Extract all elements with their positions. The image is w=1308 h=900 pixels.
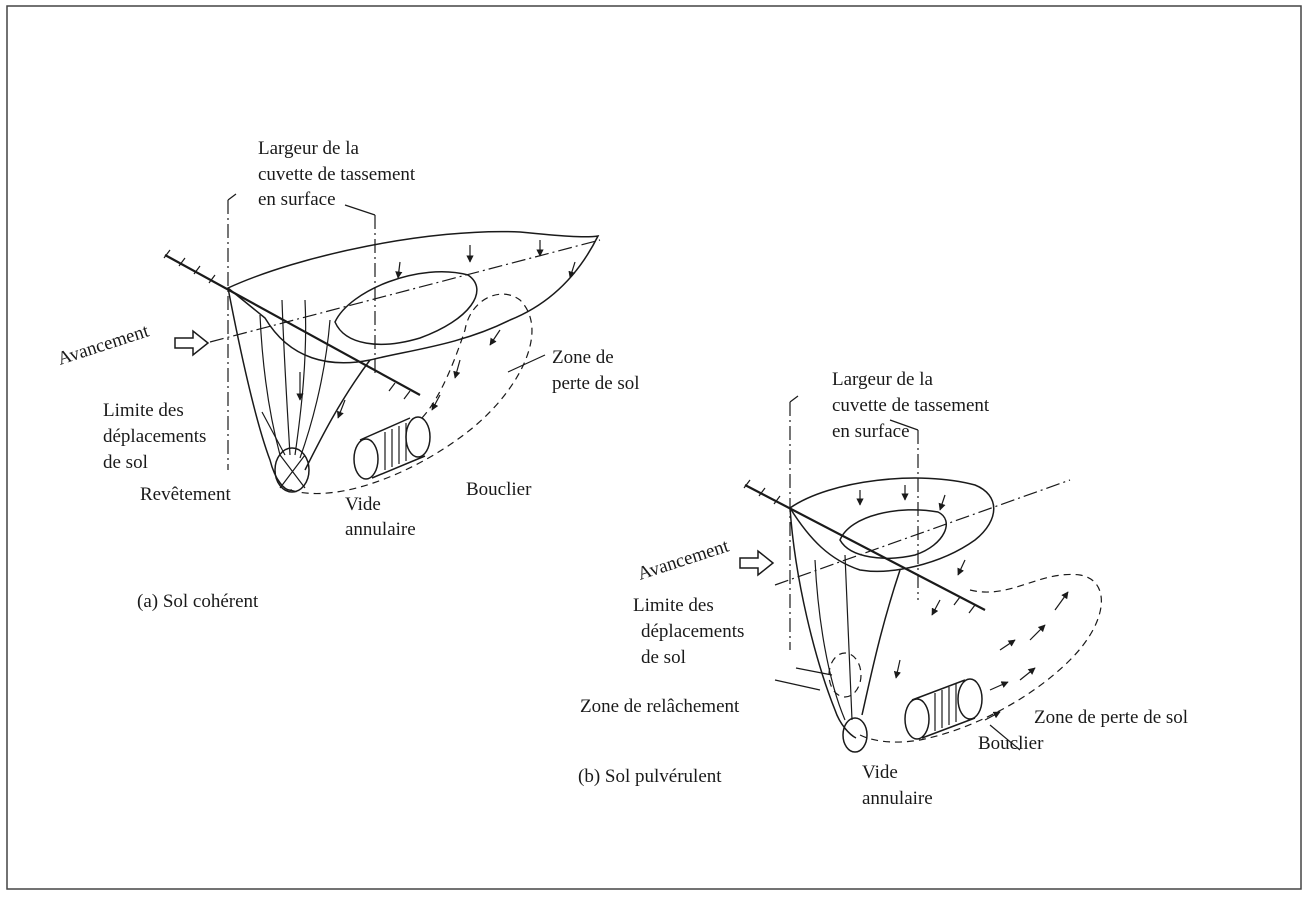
panel-a-surface-hatching bbox=[163, 249, 411, 400]
panel-b-displacement-arrows bbox=[856, 485, 1069, 721]
panel-a-ground-surface bbox=[164, 254, 421, 396]
panel-a-width-label-1: Largeur de la bbox=[258, 138, 359, 159]
panel-b-width-leader bbox=[889, 419, 919, 431]
panel-b-void-label-2: annulaire bbox=[862, 788, 933, 809]
panel-a-width-label-2: cuvette de tassement bbox=[258, 164, 416, 185]
panel-b-width-label-3: en surface bbox=[832, 421, 910, 442]
panel-b-surface-hatching bbox=[743, 479, 976, 614]
panel-a-shield-label: Bouclier bbox=[466, 479, 532, 500]
panel-b-limit-leader bbox=[795, 667, 833, 676]
panel-a-limit-label-2: déplacements bbox=[103, 426, 206, 447]
panel-b-tunnel-axis bbox=[774, 479, 1071, 586]
panel-a-limit-label-1: Limite des bbox=[103, 400, 184, 421]
panel-a-cohesive-soil: Largeur de la cuvette de tassement en su… bbox=[55, 138, 640, 612]
panel-a-lining-circle bbox=[274, 447, 310, 493]
panel-a-limit-right bbox=[304, 359, 371, 471]
panel-b-advance-label: Avancement bbox=[635, 535, 732, 584]
panel-a-limit-label-3: de sol bbox=[103, 452, 148, 473]
panel-a-loss-zone-leader bbox=[507, 354, 546, 373]
panel-a-width-label-3: en surface bbox=[258, 189, 336, 210]
figure-border bbox=[6, 5, 1302, 890]
panel-b-advance-arrow-icon bbox=[739, 549, 775, 577]
panel-b-settlement-trough bbox=[788, 477, 995, 572]
panel-a-width-tick bbox=[227, 193, 237, 201]
panel-b-relaxation-label: Zone de relâchement bbox=[580, 696, 740, 717]
panel-b-loss-zone-leader bbox=[989, 724, 1021, 751]
panel-a-void-label-2: annulaire bbox=[345, 519, 416, 540]
panel-a-lining-cross bbox=[279, 454, 306, 489]
panel-b-limit-right bbox=[861, 569, 901, 716]
panel-b-shield-label: Bouclier bbox=[978, 733, 1044, 754]
panel-b-ground-surface bbox=[744, 484, 986, 611]
panel-a-loss-zone-label-1: Zone de bbox=[552, 347, 614, 368]
panel-a-lining-label: Revêtement bbox=[140, 484, 231, 505]
panel-a-displacement-arrows bbox=[296, 240, 576, 419]
panel-b-width-label-2: cuvette de tassement bbox=[832, 395, 990, 416]
panel-a-void-label-1: Vide bbox=[345, 494, 381, 515]
panel-b-limit-label-2: déplacements bbox=[641, 621, 744, 642]
panel-a-advance-label: Avancement bbox=[55, 320, 152, 369]
panel-b-lining-circle bbox=[842, 717, 868, 753]
panel-a-limit-leader bbox=[261, 411, 286, 456]
panel-a-caption: (a) Sol cohérent bbox=[137, 591, 259, 612]
panel-a-shield-cylinder bbox=[353, 416, 431, 480]
panel-b-trough-contour bbox=[839, 509, 947, 559]
panel-b-limit-label-3: de sol bbox=[641, 647, 686, 668]
panel-b-loss-zone-label: Zone de perte de sol bbox=[1034, 707, 1188, 728]
panel-a-advance-arrow-icon bbox=[174, 329, 210, 357]
panel-a-width-leader bbox=[344, 204, 376, 216]
panel-a-trough-contour bbox=[334, 271, 478, 346]
panel-b-relaxation-circle bbox=[828, 652, 862, 698]
panel-b-limit-left bbox=[789, 507, 857, 739]
panel-b-width-label-1: Largeur de la bbox=[832, 369, 933, 390]
panel-a-tunnel-axis bbox=[209, 239, 601, 343]
panel-b-void-label-1: Vide bbox=[862, 762, 898, 783]
panel-b-caption: (b) Sol pulvérulent bbox=[578, 766, 722, 787]
panel-b-displacement-lines bbox=[814, 554, 853, 721]
panel-a-displacement-lines bbox=[259, 299, 331, 459]
panel-b-limit-label-1: Limite des bbox=[633, 595, 714, 616]
panel-b-relaxation-leader bbox=[774, 679, 821, 691]
panel-a-loss-zone-label-2: perte de sol bbox=[552, 373, 640, 394]
panel-a-loss-zone-outline bbox=[289, 293, 533, 495]
panel-b-width-tick bbox=[789, 395, 799, 403]
panel-b-loss-zone-outline bbox=[859, 573, 1102, 743]
panel-b-granular-soil: Largeur de la cuvette de tassement en su… bbox=[578, 369, 1188, 809]
panel-b-shield-cylinder bbox=[904, 678, 983, 740]
